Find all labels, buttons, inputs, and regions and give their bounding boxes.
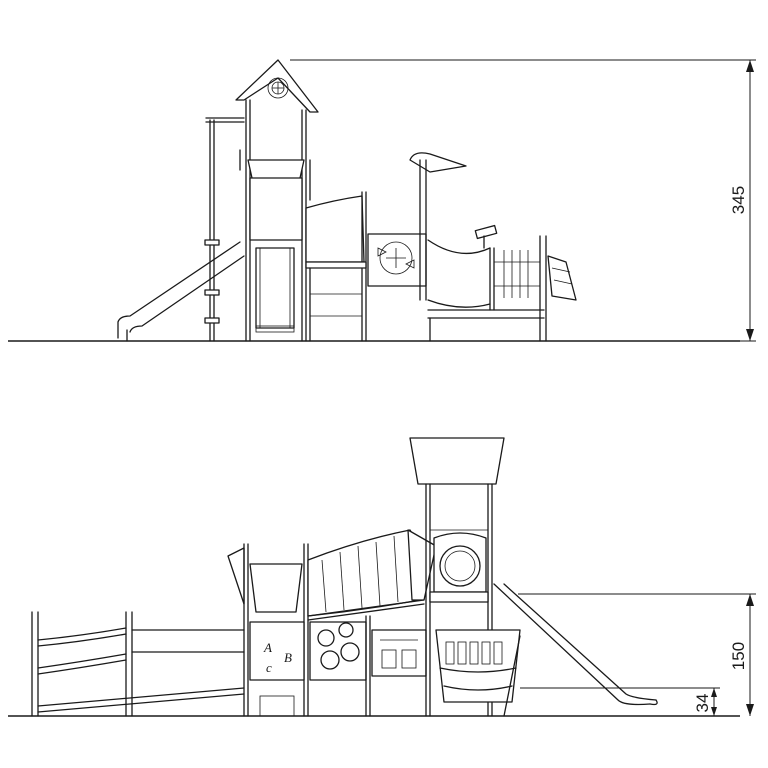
bottom-slide — [493, 583, 658, 706]
top-bridge — [427, 224, 545, 342]
top-elevation: 345 — [8, 59, 756, 342]
top-tower — [235, 59, 319, 342]
top-middle-deck — [305, 191, 367, 342]
top-ladder-rack — [489, 235, 577, 342]
top-slide — [117, 241, 245, 342]
top-height-dimension: 345 — [290, 59, 756, 342]
bottom-elevation: A c B — [8, 437, 756, 717]
bottom-chimney-tower — [409, 437, 505, 717]
bottom-height-dimension: 150 — [518, 593, 756, 716]
bottom-drum-panel — [309, 615, 427, 717]
top-height-label: 345 — [729, 186, 748, 214]
bottom-offset-dimension: 34 — [520, 687, 720, 716]
bottom-offset-label: 34 — [693, 694, 712, 713]
panel-letter-c: c — [266, 660, 272, 675]
panel-letter-a: A — [263, 640, 272, 655]
bottom-left-fence — [31, 611, 245, 717]
bottom-curved-roof — [307, 529, 437, 621]
top-climbing-frame — [204, 117, 245, 342]
top-flag-mast — [409, 152, 467, 301]
top-activity-panel — [367, 233, 427, 287]
bottom-height-label: 150 — [729, 642, 748, 670]
panel-letter-b: B — [284, 650, 292, 665]
bottom-bench-panel — [435, 629, 521, 717]
